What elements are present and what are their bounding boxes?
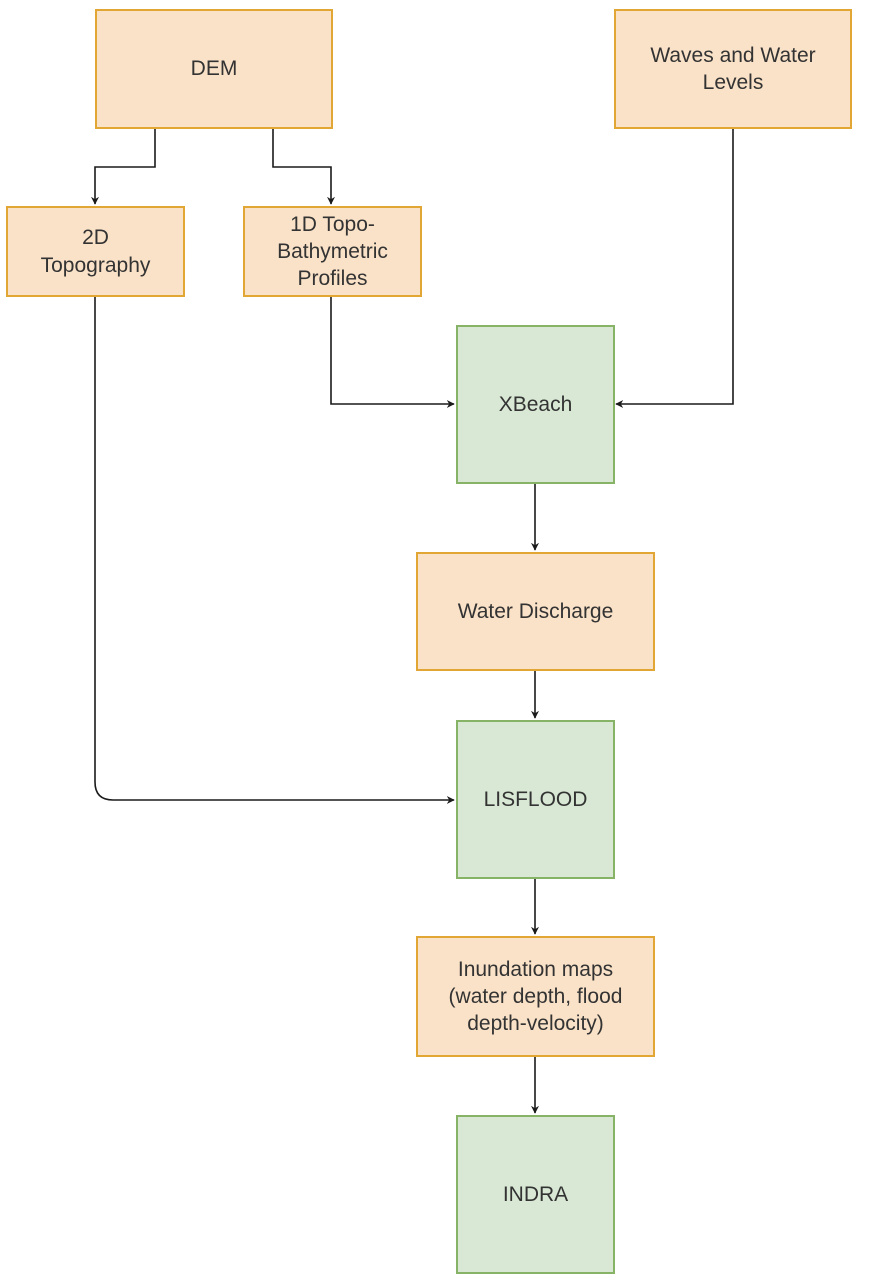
node-xbeach: XBeach [456, 325, 615, 484]
node-dem-label: DEM [190, 57, 238, 81]
edge-profiles1d-to-xbeach [330, 296, 455, 408]
edge-waves-to-xbeach [615, 128, 734, 408]
edge-dem-to-topo2d [91, 128, 156, 205]
node-lisflood-label: LISFLOOD [483, 787, 588, 811]
node-indra-label: INDRA [502, 1182, 569, 1206]
node-indra: INDRA [456, 1115, 615, 1274]
node-1d-topo-bathymetric-profiles: 1D Topo- Bathymetric Profiles [243, 206, 422, 297]
node-dem: DEM [95, 9, 333, 129]
node-2d-topography: 2D Topography [6, 206, 185, 297]
node-lisflood: LISFLOOD [456, 720, 615, 879]
node-xbeach-label: XBeach [498, 392, 573, 416]
node-inundation-label: Inundation maps (water depth, flood dept… [448, 957, 623, 1036]
edge-topo2d-to-lisflood [94, 296, 455, 804]
node-water-discharge: Water Discharge [416, 552, 655, 671]
node-discharge-label: Water Discharge [457, 599, 614, 623]
node-inundation-maps: Inundation maps (water depth, flood dept… [416, 936, 655, 1057]
edge-dem-to-profiles1d [272, 128, 335, 205]
node-topo2d-label: 2D Topography [40, 226, 151, 277]
node-profiles1d-label: 1D Topo- Bathymetric Profiles [277, 212, 388, 291]
node-waves-and-water-levels: Waves and Water Levels [614, 9, 852, 129]
node-waves-label: Waves and Water Levels [650, 43, 816, 94]
